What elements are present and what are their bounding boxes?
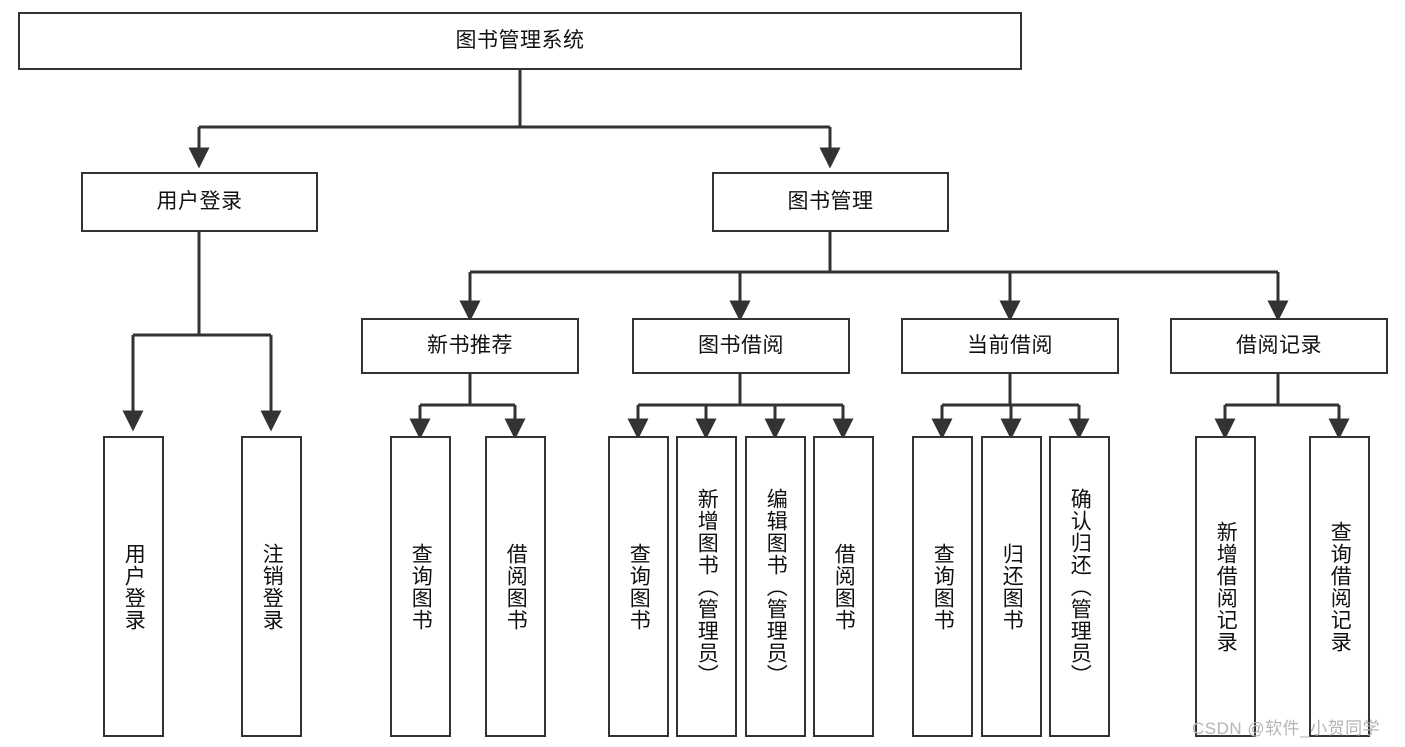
leaf-borrow-book-1-label: 借阅图书 xyxy=(504,542,528,631)
leaf-user-login-label: 用户登录 xyxy=(122,542,146,631)
node-book-borrow-label: 图书借阅 xyxy=(698,333,784,357)
node-current-borrow-label: 当前借阅 xyxy=(967,333,1053,357)
node-borrow-record-label: 借阅记录 xyxy=(1236,333,1322,357)
leaf-return-book[interactable]: 归还图书 xyxy=(981,436,1042,737)
leaf-query-book-1-label: 查询图书 xyxy=(409,542,433,631)
node-current-borrow[interactable]: 当前借阅 xyxy=(901,318,1119,374)
leaf-return-book-label: 归还图书 xyxy=(1000,542,1024,631)
leaf-borrow-book-1[interactable]: 借阅图书 xyxy=(485,436,546,737)
leaf-query-record-label: 查询借阅记录 xyxy=(1328,520,1352,653)
leaf-borrow-book-2-label: 借阅图书 xyxy=(832,542,856,631)
node-book-borrow[interactable]: 图书借阅 xyxy=(632,318,850,374)
leaf-query-book-3-label: 查询图书 xyxy=(931,542,955,631)
leaf-user-login[interactable]: 用户登录 xyxy=(103,436,164,737)
leaf-edit-book[interactable]: 编辑图书（管理员） xyxy=(745,436,806,737)
leaf-confirm-return-label: 确认归还（管理员） xyxy=(1068,487,1092,686)
leaf-borrow-book-2[interactable]: 借阅图书 xyxy=(813,436,874,737)
leaf-logout-login[interactable]: 注销登录 xyxy=(241,436,302,737)
node-root-label: 图书管理系统 xyxy=(455,28,585,52)
leaf-query-book-1[interactable]: 查询图书 xyxy=(390,436,451,737)
node-borrow-record[interactable]: 借阅记录 xyxy=(1170,318,1388,374)
node-book-manage[interactable]: 图书管理 xyxy=(712,172,949,232)
leaf-logout-login-label: 注销登录 xyxy=(260,542,284,631)
leaf-confirm-return[interactable]: 确认归还（管理员） xyxy=(1049,436,1110,737)
leaf-edit-book-label: 编辑图书（管理员） xyxy=(764,487,788,686)
node-new-book-recommend-label: 新书推荐 xyxy=(427,333,513,357)
leaf-add-book-label: 新增图书（管理员） xyxy=(695,487,719,686)
leaf-add-book[interactable]: 新增图书（管理员） xyxy=(676,436,737,737)
leaf-add-record-label: 新增借阅记录 xyxy=(1214,520,1238,653)
leaf-query-book-3[interactable]: 查询图书 xyxy=(912,436,973,737)
leaf-query-book-2-label: 查询图书 xyxy=(627,542,651,631)
node-user-login-label: 用户登录 xyxy=(156,189,243,213)
leaf-query-book-2[interactable]: 查询图书 xyxy=(608,436,669,737)
leaf-query-record[interactable]: 查询借阅记录 xyxy=(1309,436,1370,737)
node-user-login[interactable]: 用户登录 xyxy=(81,172,318,232)
node-root[interactable]: 图书管理系统 xyxy=(18,12,1022,70)
leaf-add-record[interactable]: 新增借阅记录 xyxy=(1195,436,1256,737)
node-new-book-recommend[interactable]: 新书推荐 xyxy=(361,318,579,374)
node-book-manage-label: 图书管理 xyxy=(787,189,874,213)
